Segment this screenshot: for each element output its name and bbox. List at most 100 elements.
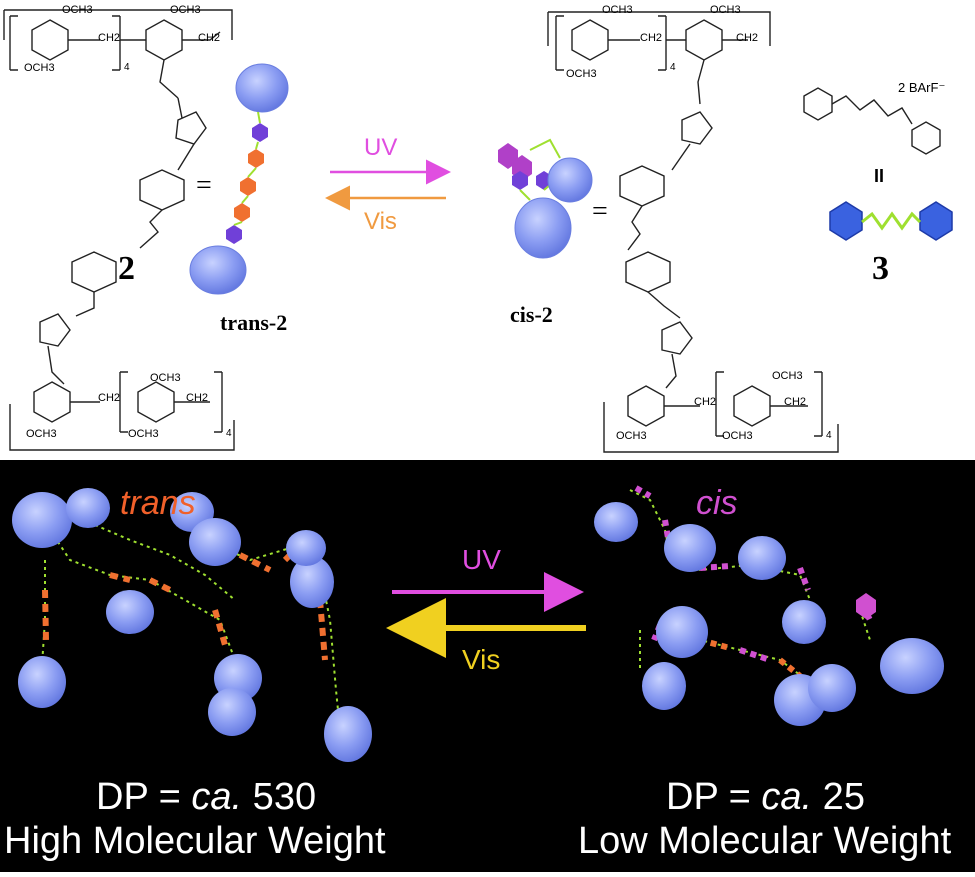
cis-stopper-1: [512, 171, 528, 190]
left-lower-ch2-2: CH2: [186, 392, 209, 404]
r-triazole-ring-bottom: [661, 321, 693, 355]
cartoon-hexagon-right: [919, 201, 953, 241]
macrocycle-frame-bottom: [9, 404, 235, 451]
trans-linker: [233, 111, 261, 226]
vis-label-bottom: Vis: [462, 644, 501, 675]
trans-ring-5: [290, 556, 334, 608]
cis-azo-segments: [634, 485, 873, 663]
cis-ring-8: [808, 664, 856, 712]
cis-ring-3: [738, 536, 786, 580]
phenyl-ring-2: [71, 251, 117, 293]
left-lower-repeat-4: 4: [226, 428, 232, 439]
compound-2-number: 2: [118, 250, 135, 287]
left-lower-ch2-1: CH2: [98, 392, 121, 404]
azo-orange-2: [240, 177, 256, 196]
trans-ring-1: [12, 492, 72, 548]
benzene-ring-1: [31, 19, 69, 61]
trans-ring-6: [286, 530, 326, 566]
cis-ring-1: [594, 502, 638, 542]
equiv-symbol: II: [874, 166, 885, 186]
cartoon-hexagon-left: [829, 201, 863, 241]
right-ch2-2: CH2: [736, 32, 759, 44]
r-benzene-ring-1: [571, 19, 609, 61]
vis-label-top: Vis: [364, 208, 397, 235]
cis-title: cis: [696, 484, 738, 522]
uv-label-top: UV: [364, 134, 398, 161]
trans-2-cartoon: [189, 63, 289, 295]
stopper-purple-2: [226, 225, 242, 244]
trans-ring-10: [208, 688, 256, 736]
r-ether-link: [697, 59, 705, 105]
right-dp-ca: ca.: [761, 776, 813, 818]
r-repeat-bracket-left-bottom: [715, 371, 724, 437]
right-lower-repeat-4: 4: [826, 430, 832, 441]
right-och3-bottom: OCH3: [566, 68, 597, 80]
left-lower-och3-1: OCH3: [150, 372, 181, 384]
triazole-ring-top: [175, 111, 207, 145]
guest-structure: [803, 87, 941, 155]
left-ch2-1: CH2: [98, 32, 121, 44]
r-macrocycle-frame-bottom: [603, 402, 839, 453]
benzene-ring-2: [145, 19, 183, 61]
trans-azo-segments: [42, 542, 328, 661]
pyridinium-ring-1: [803, 87, 833, 121]
repeat-bracket-left: [9, 15, 18, 71]
trans-polymer: [12, 488, 372, 762]
right-och3-top-1: OCH3: [602, 4, 633, 16]
cis-dangling-azo: [856, 593, 876, 619]
ether-link-bottom: [47, 345, 65, 385]
triazole-links: [177, 97, 195, 171]
cartoon-linker: [861, 211, 922, 231]
phenyl-ring-1: [139, 169, 185, 211]
r-phenyl-ring-1: [619, 165, 665, 207]
left-och3-top-1: OCH3: [62, 4, 93, 16]
right-structure: [547, 11, 839, 453]
cis-2-label: cis-2: [510, 302, 553, 327]
r-triazole-link: [671, 143, 691, 171]
uv-label-bottom: UV: [462, 544, 501, 575]
right-dp-line: DP = ca. 25: [666, 776, 865, 819]
methylene-bonds: [68, 31, 221, 41]
top-panel: [3, 9, 953, 453]
trans-ring-7: [106, 590, 154, 634]
bottom-panel-background: [0, 460, 975, 872]
counterion-label: 2 BArF⁻: [898, 80, 946, 95]
left-lower-och3-3: OCH3: [128, 428, 159, 440]
ring-bottom: [189, 245, 247, 295]
trans-2-label: trans-2: [220, 310, 288, 335]
guest-cartoon: [829, 201, 953, 241]
equals-right: =: [592, 196, 608, 227]
left-ch2-2: CH2: [198, 32, 221, 44]
right-lower-och3-1: OCH3: [772, 370, 803, 382]
repeat-bracket-left-bottom: [119, 371, 128, 433]
left-dp-value: 530: [242, 776, 317, 818]
right-weight-label: Low Molecular Weight: [578, 820, 952, 862]
r-benzene-ring-2: [685, 19, 723, 61]
trans-ring-8: [18, 656, 66, 708]
r-ether-link-bottom: [665, 353, 677, 389]
cis-ring-5: [656, 606, 708, 658]
r-repeat-bracket-right: [658, 15, 667, 71]
r-phenyl-ring-2: [625, 251, 671, 293]
right-lower-och3-3: OCH3: [722, 430, 753, 442]
cis-ring-4: [782, 600, 826, 644]
cis-polymer: [594, 485, 944, 726]
repeat-bracket-right: [112, 15, 121, 71]
repeat-bracket-right-bottom: [214, 371, 223, 433]
cis-ring-9: [880, 638, 944, 694]
top-arrows: [325, 159, 451, 211]
azo-bond: [139, 209, 163, 249]
cis-ring-right: [547, 157, 593, 203]
trans-linkers: [41, 524, 341, 731]
left-weight-label: High Molecular Weight: [4, 820, 386, 862]
left-lower-och3-2: OCH3: [26, 428, 57, 440]
hexyl-chain: [831, 95, 913, 125]
left-dp-ca: ca.: [191, 776, 243, 818]
methylene-link-2: [75, 292, 95, 317]
r-repeat-bracket-right-bottom: [814, 371, 823, 437]
cis-ring-bottom: [514, 197, 572, 259]
left-dp-line: DP = ca. 530: [96, 776, 316, 819]
azo-orange-3: [234, 203, 250, 222]
